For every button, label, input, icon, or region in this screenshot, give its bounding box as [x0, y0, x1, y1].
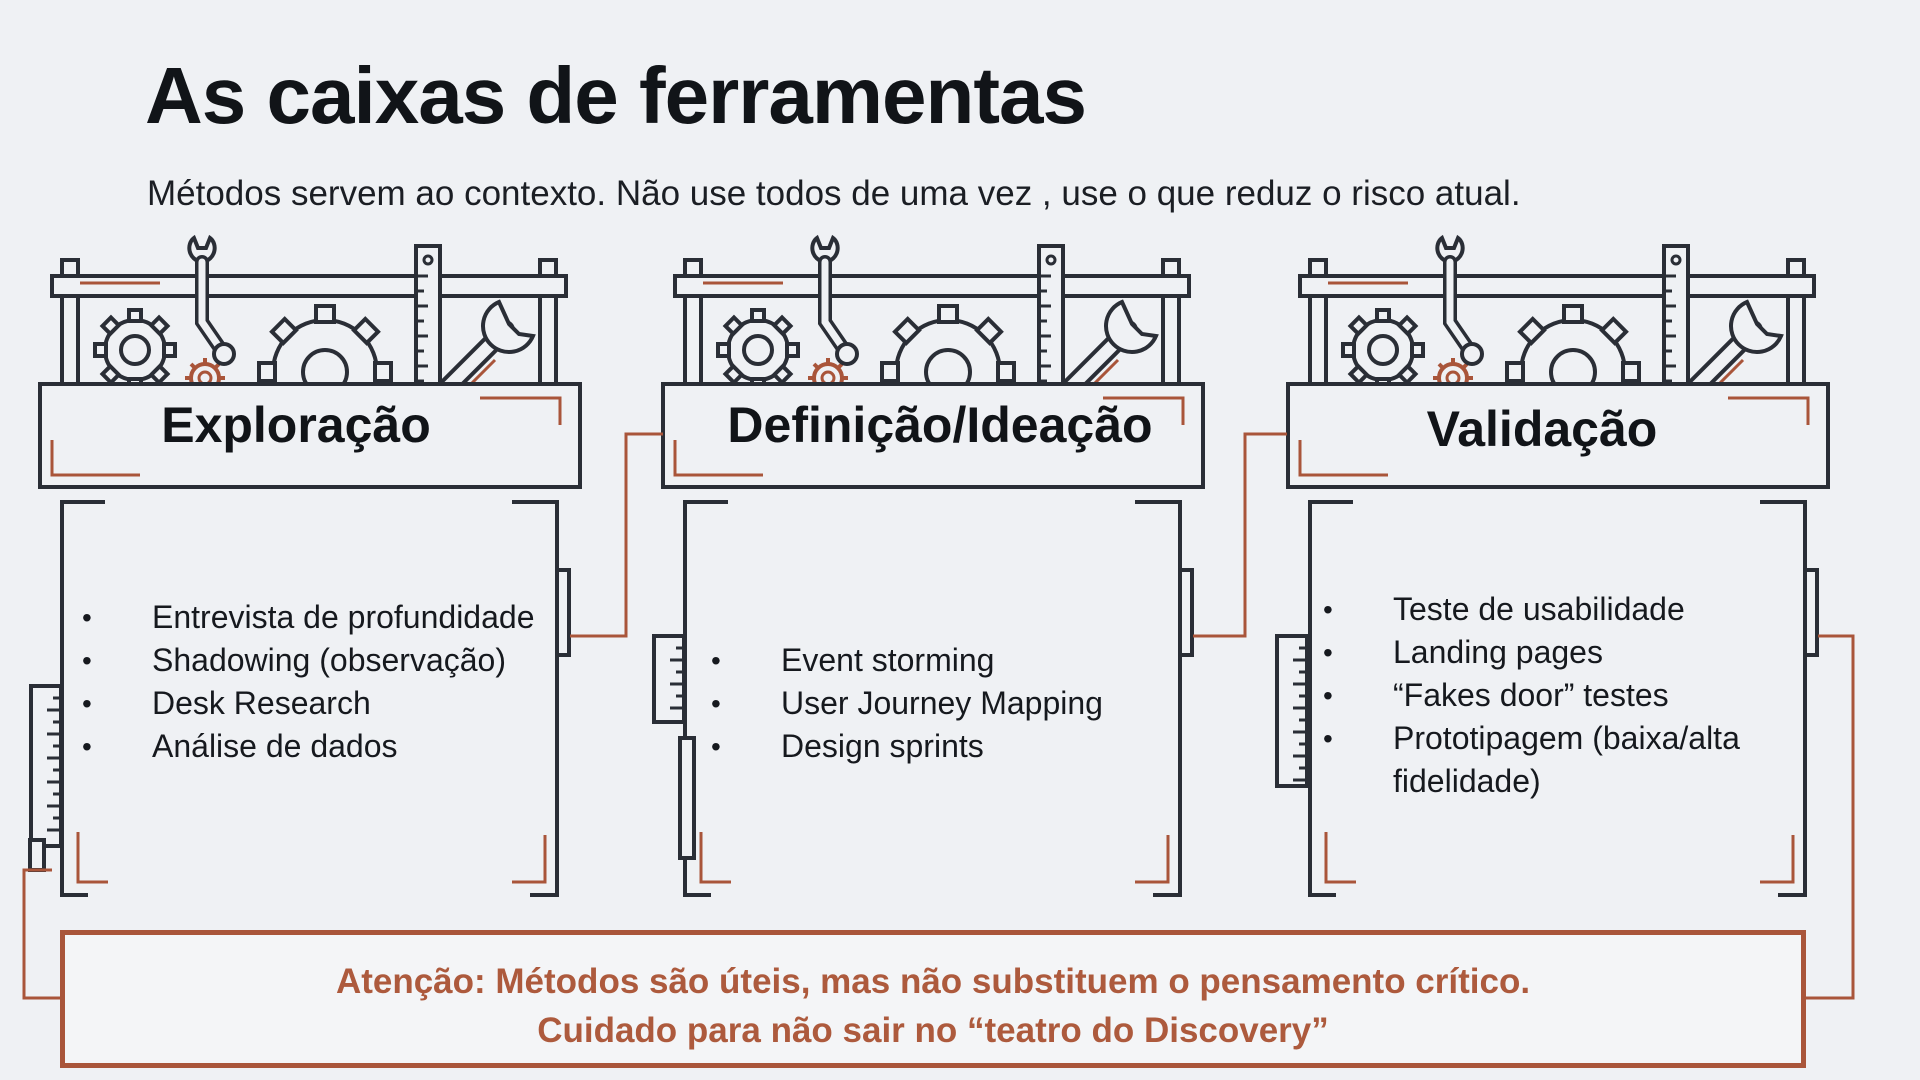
- latch-icon: [30, 840, 44, 870]
- attention-box: Atenção: Métodos são úteis, mas não subs…: [60, 930, 1806, 1068]
- toolbox-title-definicao: Definição/Ideação: [690, 396, 1190, 454]
- list-item: User Journey Mapping: [709, 682, 1189, 725]
- side-ruler-icon: [654, 636, 684, 722]
- list-item: Shadowing (observação): [80, 639, 550, 682]
- side-ruler-icon: [31, 686, 61, 846]
- list-item: Event storming: [709, 639, 1189, 682]
- toolbox-title-exploracao: Exploração: [96, 396, 496, 454]
- toolbox-title-validacao: Validação: [1342, 400, 1742, 458]
- toolbox-exploracao: [40, 238, 580, 895]
- list-item: Landing pages: [1321, 631, 1801, 674]
- list-item: Teste de usabilidade: [1321, 588, 1801, 631]
- attention-line-2: Cuidado para não sair no “teatro do Disc…: [65, 1006, 1801, 1055]
- list-item: Análise de dados: [80, 725, 550, 768]
- methods-list-validacao: Teste de usabilidade Landing pages “Fake…: [1321, 588, 1801, 803]
- methods-list-definicao: Event storming User Journey Mapping Desi…: [709, 639, 1189, 768]
- side-ruler-icon: [1277, 636, 1307, 786]
- latch-icon: [680, 738, 694, 858]
- list-item: Entrevista de profundidade: [80, 596, 550, 639]
- attention-line-1: Atenção: Métodos são úteis, mas não subs…: [65, 957, 1801, 1006]
- list-item: Desk Research: [80, 682, 550, 725]
- methods-list-exploracao: Entrevista de profundidade Shadowing (ob…: [80, 596, 550, 768]
- list-item: Prototipagem (baixa/alta fidelidade): [1321, 717, 1801, 803]
- list-item: “Fakes door” testes: [1321, 674, 1801, 717]
- list-item: Design sprints: [709, 725, 1189, 768]
- toolbox-definicao: [663, 238, 1203, 895]
